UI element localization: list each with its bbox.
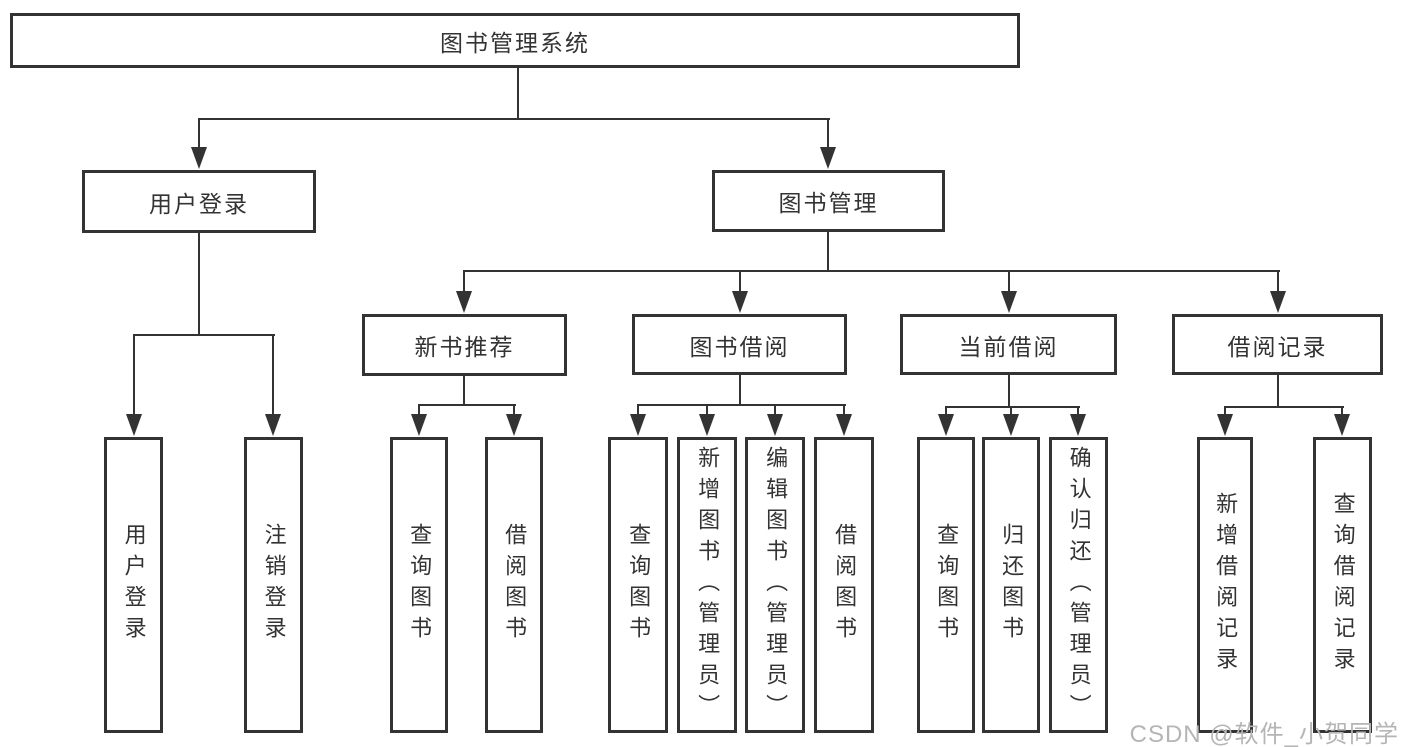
- arrow-down-icon: [506, 414, 522, 436]
- connector-vline: [198, 118, 200, 150]
- arrow-down-icon: [411, 414, 427, 436]
- arrow-down-icon: [820, 147, 836, 169]
- arrow-down-icon: [1003, 414, 1019, 436]
- node-label: 确认归还（管理员）: [1066, 445, 1092, 725]
- arrow-down-icon: [265, 414, 281, 436]
- node-label: 注销登录: [261, 523, 287, 647]
- node-label: 图书管理系统: [440, 29, 590, 56]
- arrow-down-icon: [767, 414, 783, 436]
- arrow-down-icon: [836, 414, 852, 436]
- connector-hline: [418, 404, 516, 406]
- connector-vline: [198, 233, 200, 336]
- connector-vline: [1277, 270, 1279, 294]
- connector-vline: [637, 404, 639, 416]
- node-leaf-add-books-admin: 新增图书（管理员）: [677, 437, 737, 733]
- connector-vline: [418, 404, 420, 416]
- arrow-down-icon: [1001, 291, 1017, 313]
- connector-vline: [1224, 406, 1226, 416]
- connector-vline: [463, 270, 465, 294]
- node-leaf-borrow-books-1: 借阅图书: [485, 437, 543, 733]
- node-leaf-return-books: 归还图书: [982, 437, 1040, 733]
- connector-hline: [637, 404, 846, 406]
- connector-vline: [827, 231, 829, 272]
- node-label: 借阅图书: [502, 523, 528, 647]
- connector-hline: [198, 118, 830, 120]
- node-leaf-user-login: 用户登录: [104, 437, 163, 733]
- arrow-down-icon: [126, 414, 142, 436]
- node-book-borrowing: 图书借阅: [632, 314, 847, 375]
- connector-vline: [463, 375, 465, 406]
- node-borrow-records: 借阅记录: [1172, 314, 1383, 375]
- node-label: 编辑图书（管理员）: [763, 445, 789, 725]
- arrow-down-icon: [699, 414, 715, 436]
- connector-vline: [827, 118, 829, 150]
- connector-vline: [517, 68, 519, 120]
- arrow-down-icon: [191, 147, 207, 169]
- node-leaf-edit-books-admin: 编辑图书（管理员）: [745, 437, 805, 733]
- node-library-management-system: 图书管理系统: [10, 13, 1020, 68]
- connector-vline: [1341, 406, 1343, 416]
- connector-vline: [1077, 406, 1079, 416]
- connector-vline: [1277, 375, 1279, 408]
- node-label: 借阅图书: [832, 523, 858, 647]
- node-label: 查询图书: [934, 523, 960, 647]
- node-label: 用户登录: [149, 190, 249, 217]
- node-user-login: 用户登录: [82, 170, 316, 233]
- arrow-down-icon: [1334, 414, 1350, 436]
- node-label: 新增借阅记录: [1213, 492, 1239, 678]
- connector-vline: [945, 406, 947, 416]
- node-label: 归还图书: [999, 523, 1025, 647]
- connector-vline: [133, 334, 135, 418]
- connector-hline: [1224, 406, 1344, 408]
- connector-vline: [513, 404, 515, 416]
- arrow-down-icon: [1217, 414, 1233, 436]
- node-label: 新增图书（管理员）: [695, 445, 721, 725]
- connector-hline: [463, 270, 1280, 272]
- arrow-down-icon: [732, 291, 748, 313]
- node-leaf-query-books-1: 查询图书: [390, 437, 448, 733]
- connector-vline: [774, 404, 776, 416]
- connector-vline: [1008, 375, 1010, 408]
- node-label: 新书推荐: [414, 334, 515, 360]
- node-label: 图书借阅: [689, 333, 790, 360]
- node-new-book-recommendation: 新书推荐: [362, 314, 567, 376]
- node-label: 当前借阅: [958, 333, 1059, 360]
- arrow-down-icon: [1270, 291, 1286, 313]
- node-label: 借阅记录: [1227, 333, 1328, 360]
- connector-vline: [843, 404, 845, 416]
- connector-hline: [945, 406, 1080, 408]
- connector-vline: [272, 334, 274, 418]
- connector-hline: [133, 334, 275, 336]
- connector-vline: [739, 270, 741, 294]
- node-label: 查询图书: [626, 523, 652, 647]
- connector-vline: [1010, 406, 1012, 416]
- node-label: 查询图书: [407, 523, 433, 647]
- node-label: 用户登录: [121, 523, 147, 647]
- node-leaf-query-books-3: 查询图书: [917, 437, 975, 733]
- arrow-down-icon: [456, 291, 472, 313]
- watermark: CSDN @软件_小贺同学: [1129, 721, 1399, 747]
- node-leaf-add-borrow-record: 新增借阅记录: [1197, 437, 1253, 733]
- connector-vline: [706, 404, 708, 416]
- node-leaf-logout: 注销登录: [244, 437, 303, 733]
- node-leaf-borrow-books-2: 借阅图书: [814, 437, 874, 733]
- node-label: 查询借阅记录: [1330, 492, 1356, 678]
- node-leaf-confirm-return-admin: 确认归还（管理员）: [1049, 437, 1108, 733]
- arrow-down-icon: [1070, 414, 1086, 436]
- node-leaf-query-borrow-record: 查询借阅记录: [1313, 437, 1372, 733]
- connector-vline: [1008, 270, 1010, 294]
- node-label: 图书管理: [778, 190, 879, 216]
- arrow-down-icon: [938, 414, 954, 436]
- node-current-borrowing: 当前借阅: [900, 314, 1117, 375]
- arrow-down-icon: [630, 414, 646, 436]
- node-book-management: 图书管理: [712, 170, 945, 232]
- node-leaf-query-books-2: 查询图书: [608, 437, 668, 733]
- connector-vline: [739, 374, 741, 406]
